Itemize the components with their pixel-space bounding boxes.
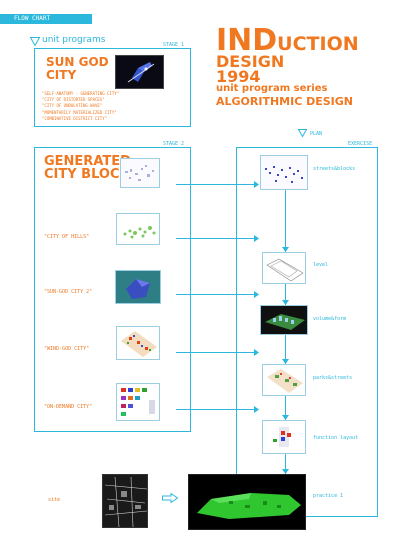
- function-layout-image: [262, 420, 306, 454]
- plan-step-4: parks&streets: [313, 375, 353, 381]
- arrow-right-icon: [254, 406, 259, 413]
- plan-flow-line: [285, 335, 286, 364]
- site-image: [102, 474, 148, 528]
- stage2-arrow-5: [176, 409, 258, 410]
- unit-programs-label: unit programs: [42, 35, 106, 45]
- series-title: unit program series: [216, 83, 328, 94]
- year-title: 1994: [216, 67, 261, 86]
- parks-streets-image: [262, 364, 306, 396]
- plan-flow-line: [285, 190, 286, 252]
- plan-flow-line: [285, 454, 286, 474]
- streets-blocks-image: [260, 155, 308, 190]
- plan-step-5: function layout: [313, 435, 359, 441]
- arrow-down-icon: [282, 300, 289, 305]
- stage2-arrow-1: [176, 184, 258, 185]
- stage2-item-1: "CITY OF HILLS": [44, 234, 90, 240]
- design-title: DESIGN: [216, 52, 285, 71]
- plan-flow-line: [285, 396, 286, 420]
- arrow-right-icon: [254, 349, 259, 356]
- arrow-down-icon: [282, 359, 289, 364]
- arrow-right-icon: [254, 181, 259, 188]
- plan-step-1: streets&blocks: [313, 166, 356, 172]
- triangle-down-icon: [30, 37, 40, 46]
- stage1-notes: "SELF-ANATOMY - GENERATING CITY" "CITY O…: [42, 91, 120, 121]
- hollow-arrow-right-icon: [162, 493, 178, 503]
- stage2-item-3: "WIND-GOD CITY": [44, 346, 90, 352]
- sun-god-city-image: [115, 55, 164, 89]
- generated-blocks-image: [120, 158, 160, 188]
- sun-god-city-2-image: [115, 270, 161, 304]
- algorithmic-title: ALGORITHMIC DESIGN: [216, 95, 354, 108]
- triangle-down-icon: [298, 129, 307, 137]
- stage2-arrow-4: [176, 352, 258, 353]
- plan-step-6: practice 1: [313, 493, 344, 499]
- stage1-box: [34, 48, 191, 127]
- site-label: site: [48, 497, 61, 503]
- exercise-label: EXERCISE: [348, 141, 373, 147]
- plan-label: PLAN: [310, 131, 323, 137]
- induction-title: INDUCTION: [216, 23, 359, 58]
- stage2-item-4: "ON-DEMAND CITY": [44, 404, 93, 410]
- level-image: [262, 252, 306, 284]
- plan-flow-line: [285, 284, 286, 305]
- stage2-arrow-3: [176, 294, 258, 295]
- stage2-arrow-2: [176, 238, 258, 239]
- volume-form-image: [260, 305, 308, 335]
- stage2-box: [34, 147, 191, 432]
- flow-chart-tag-label: FLOW CHART: [14, 15, 51, 22]
- wind-god-city-image: [116, 326, 160, 360]
- practice-image: [188, 474, 306, 530]
- plan-step-2: level: [313, 262, 329, 268]
- plan-box: [236, 147, 378, 517]
- city-of-hills-image: [116, 213, 160, 245]
- stage2-item-2: "SUN-GOD CITY 2": [44, 289, 93, 295]
- arrow-down-icon: [282, 247, 289, 252]
- arrow-down-icon: [282, 415, 289, 420]
- plan-step-3: volume&form: [313, 316, 347, 322]
- stage2-label: STAGE 2: [163, 141, 185, 147]
- flow-chart-tag: [0, 14, 92, 24]
- on-demand-city-image: [116, 383, 160, 421]
- stage1-label: STAGE 1: [163, 42, 185, 48]
- arrow-right-icon: [254, 235, 259, 242]
- arrow-right-icon: [254, 291, 259, 298]
- arrow-down-icon: [282, 469, 289, 474]
